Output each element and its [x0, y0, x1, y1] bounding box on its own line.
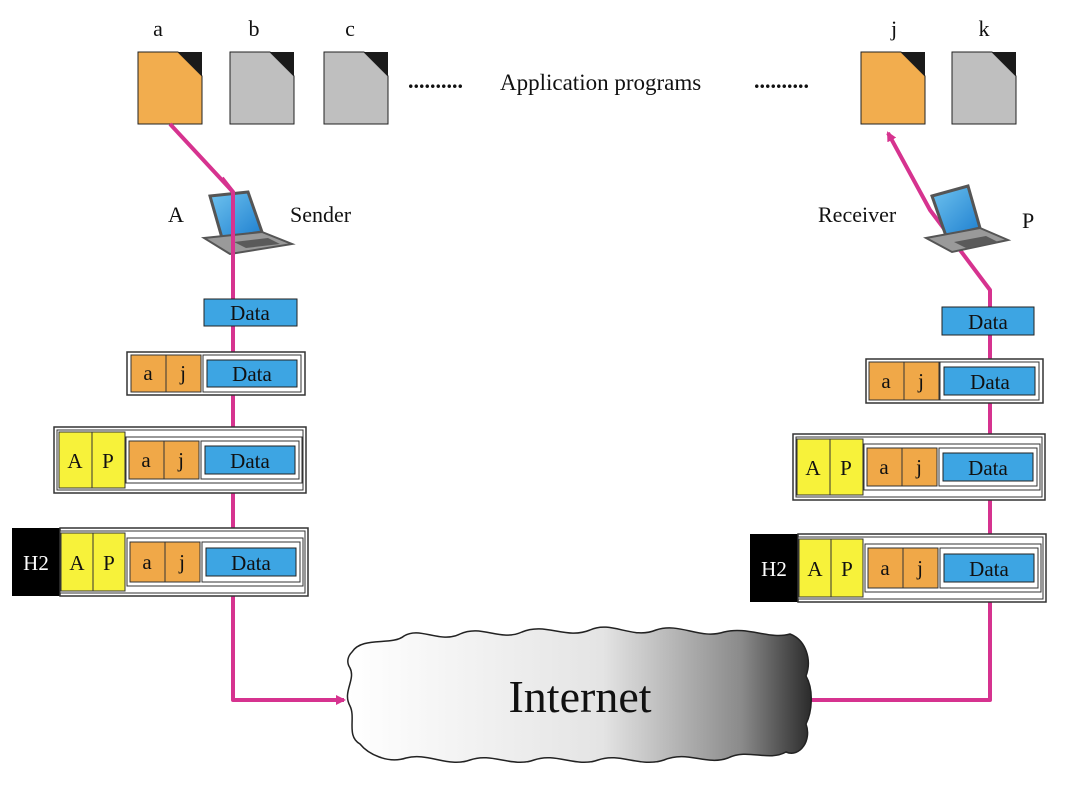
receiver-l3-addr-src: A [805, 456, 821, 480]
sender-l3-port-src: a [141, 448, 151, 472]
receiver-l4-port-dst: j [916, 556, 923, 580]
sender-l3-addr-src: A [67, 449, 83, 473]
receiver-role-label: Receiver [818, 202, 897, 227]
sender-l4-data: Data [231, 551, 271, 575]
program-j-document-icon [860, 51, 926, 125]
program-label-j: j [890, 16, 897, 41]
receiver-l4-link-header: H2 [761, 557, 787, 581]
sender-l4-link-header: H2 [23, 551, 49, 575]
sender-l2-port-src: a [143, 361, 153, 385]
sender-level-1-packet: Data [203, 298, 298, 327]
receiver-l3-addr-dst: P [840, 456, 852, 480]
dots-right: .......... [754, 68, 809, 93]
sender-l4-port-src: a [142, 550, 152, 574]
sender-l2-port-dst: j [179, 361, 186, 385]
sender-l4-addr-src: A [69, 551, 85, 575]
sender-level-2-packet: a j Data [126, 351, 306, 396]
receiver-l4-addr-src: A [807, 557, 823, 581]
receiver-l2-port-src: a [881, 369, 891, 393]
receiver-l4-data: Data [969, 557, 1009, 581]
internet-label: Internet [508, 671, 651, 722]
sender-l4-port-dst: j [178, 550, 185, 574]
sender-l3-port-dst: j [177, 448, 184, 472]
sender-l3-addr-dst: P [102, 449, 114, 473]
receiver-host-label: P [1022, 208, 1034, 233]
program-documents [137, 51, 1017, 125]
receiver-l2-data: Data [970, 370, 1010, 394]
receiver-level-1-packet: Data [941, 306, 1035, 336]
sender-level-4-frame: H2 A P a j Data [12, 527, 309, 597]
sender-role-label: Sender [290, 202, 352, 227]
sender-l3-data: Data [230, 449, 270, 473]
program-label-b: b [249, 16, 260, 41]
internet-cloud-icon [346, 626, 812, 764]
sender-level-3-packet: A P a j Data [53, 426, 307, 494]
sender-l1-data: Data [230, 301, 270, 325]
program-a-document-icon [137, 51, 203, 125]
receiver-level-2-packet: a j Data [865, 358, 1044, 404]
receiver-l2-port-dst: j [917, 369, 924, 393]
dots-left: .......... [408, 68, 463, 93]
receiver-wire [806, 131, 992, 702]
receiver-l4-addr-dst: P [841, 557, 853, 581]
program-b-document-icon [229, 51, 295, 125]
program-c-document-icon [323, 51, 389, 125]
program-label-c: c [345, 16, 355, 41]
sender-l2-data: Data [232, 362, 272, 386]
receiver-l3-port-src: a [879, 455, 889, 479]
program-label-k: k [979, 16, 990, 41]
program-k-document-icon [951, 51, 1017, 125]
receiver-l3-port-dst: j [915, 455, 922, 479]
receiver-level-4-frame: H2 A P a j Data [750, 533, 1047, 603]
sender-wire-through-laptop [220, 176, 235, 270]
sender-host-label: A [168, 202, 184, 227]
sender-l4-addr-dst: P [103, 551, 115, 575]
receiver-laptop-icon [923, 184, 1012, 254]
receiver-l3-data: Data [968, 456, 1008, 480]
receiver-l4-port-src: a [880, 556, 890, 580]
receiver-level-3-packet: A P a j Data [792, 433, 1046, 501]
sender-laptop-icon [200, 190, 296, 256]
program-label-a: a [153, 16, 163, 41]
receiver-l1-data: Data [968, 310, 1008, 334]
application-programs-caption: Application programs [500, 70, 701, 95]
